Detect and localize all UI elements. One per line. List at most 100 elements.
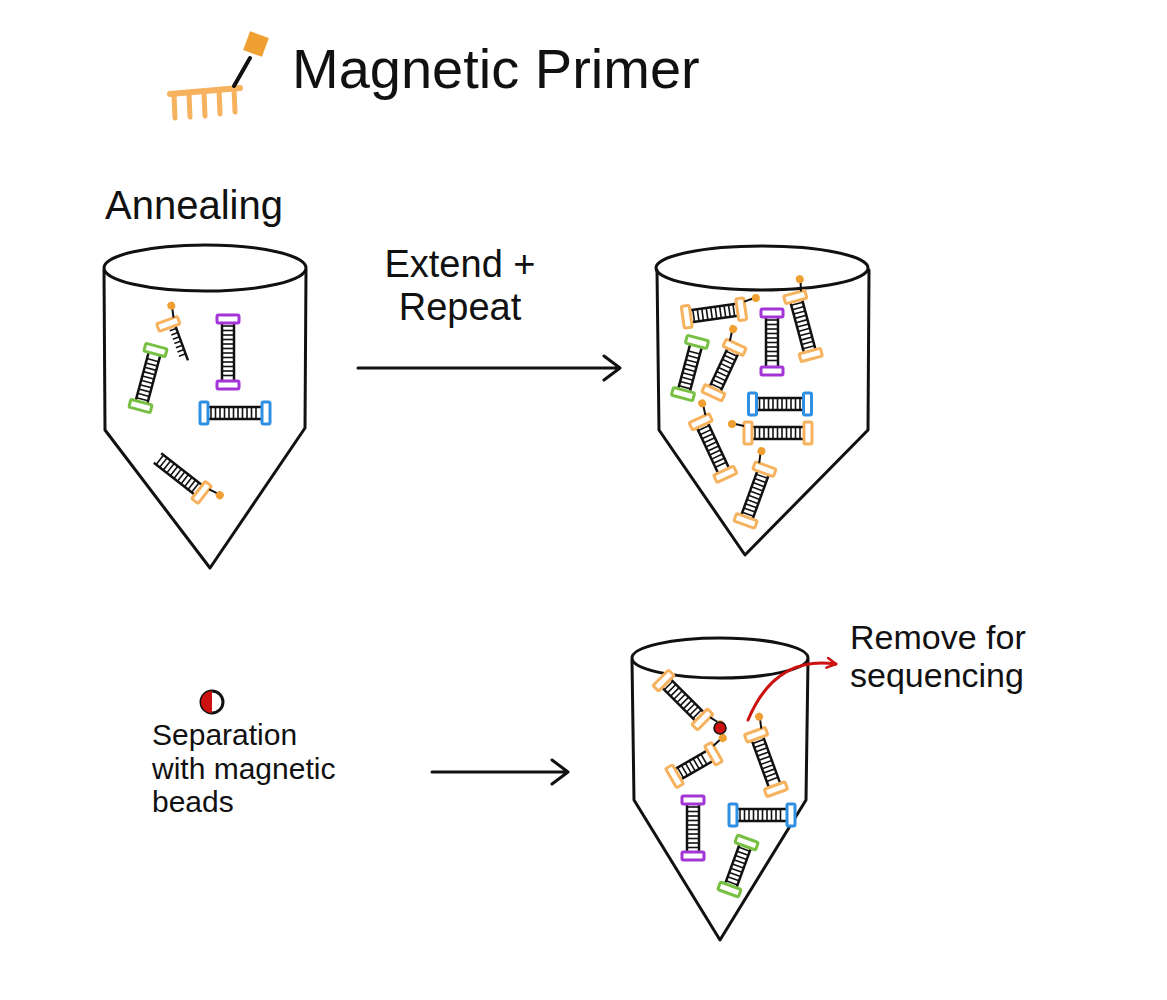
base-pair: [766, 333, 778, 335]
adapter-end: [784, 290, 807, 303]
base-pair: [772, 427, 774, 439]
adapter-end: [702, 384, 725, 401]
base-pair: [715, 376, 726, 381]
strand: [697, 428, 718, 473]
base-pair: [722, 359, 733, 364]
dna-fragments: [129, 274, 825, 897]
adapter-end: [144, 343, 167, 356]
base-pair: [739, 809, 741, 821]
dna-fragment: [200, 402, 270, 424]
base-pair: [683, 373, 695, 376]
adapter-end: [682, 852, 704, 860]
adapter-end: [761, 309, 783, 317]
base-pair: [731, 868, 742, 872]
base-pair: [766, 809, 768, 821]
base-pair: [777, 427, 779, 439]
base-pair: [748, 809, 750, 821]
base-pair: [761, 760, 772, 764]
adapter-end: [653, 670, 674, 691]
base-pair: [228, 407, 230, 419]
strand: [736, 848, 750, 887]
base-pair: [753, 809, 755, 821]
base-pair: [142, 376, 154, 379]
base-pair: [222, 375, 234, 377]
base-pair: [766, 355, 778, 357]
base-pair: [681, 765, 687, 775]
magnetic-tag: [795, 274, 805, 284]
tag-linker: [735, 424, 744, 426]
base-pair: [754, 427, 756, 439]
base-pair: [749, 495, 760, 499]
base-pair: [757, 752, 768, 756]
base-pair: [756, 748, 767, 752]
adapter-end: [761, 367, 783, 375]
tag-linker: [758, 719, 763, 728]
adapter-end: [734, 513, 757, 528]
dna-fragment: [729, 804, 795, 826]
magnetic-tag: [728, 324, 739, 335]
base-pair: [697, 756, 703, 766]
magnetic-tag: [214, 490, 225, 501]
strand: [671, 679, 704, 712]
base-pair: [781, 398, 783, 410]
base-pair: [689, 761, 695, 771]
tube-rim: [104, 245, 306, 291]
base-pair: [794, 311, 806, 314]
base-pair: [747, 500, 758, 504]
strand: [725, 844, 739, 883]
dna-fragment: [681, 294, 763, 329]
base-pair: [684, 368, 696, 371]
base-pair: [795, 315, 807, 318]
adapter-end: [804, 393, 812, 415]
adapter-end: [787, 804, 795, 826]
base-pair: [764, 769, 775, 773]
base-pair: [734, 860, 745, 864]
base-pair: [790, 427, 792, 439]
base-pair: [713, 458, 724, 463]
magnetic-tag: [754, 712, 764, 722]
base-pair: [697, 309, 699, 321]
base-pair: [799, 427, 801, 439]
base-pair: [754, 744, 765, 748]
base-pair: [222, 339, 234, 341]
base-pair: [715, 307, 717, 319]
base-pair: [744, 508, 755, 512]
base-pair: [222, 370, 234, 372]
base-pair: [681, 377, 693, 380]
strand: [233, 323, 236, 381]
base-pair: [706, 442, 717, 447]
base-pair: [759, 427, 761, 439]
base-pair: [222, 352, 234, 354]
base-pair: [766, 342, 778, 344]
base-pair: [706, 308, 708, 320]
step-heading: Annealing: [105, 183, 283, 228]
base-pair: [147, 359, 159, 362]
base-pair: [687, 833, 699, 835]
base-pair: [685, 763, 691, 773]
base-pair: [224, 407, 226, 419]
base-pair: [780, 809, 782, 821]
base-pair: [255, 407, 257, 419]
base-pair: [757, 809, 759, 821]
base-pair: [799, 398, 801, 410]
tube-rim: [632, 638, 808, 678]
base-pair: [795, 398, 797, 410]
arrow-line: [358, 356, 620, 380]
bead-outline: [201, 691, 223, 713]
dna-fragment: [682, 398, 738, 482]
strand: [662, 688, 695, 721]
base-pair: [762, 809, 764, 821]
base-pair: [702, 309, 704, 321]
strand: [752, 741, 769, 788]
base-pair: [767, 777, 778, 781]
magnetic-tag: [728, 420, 736, 428]
base-pair: [712, 454, 723, 459]
strand: [710, 348, 728, 386]
base-pair: [138, 393, 150, 396]
base-pair: [744, 809, 746, 821]
base-pair: [732, 864, 743, 868]
adapter-end: [764, 782, 787, 797]
bound-bead: [714, 722, 726, 734]
adapter-end: [129, 399, 152, 412]
